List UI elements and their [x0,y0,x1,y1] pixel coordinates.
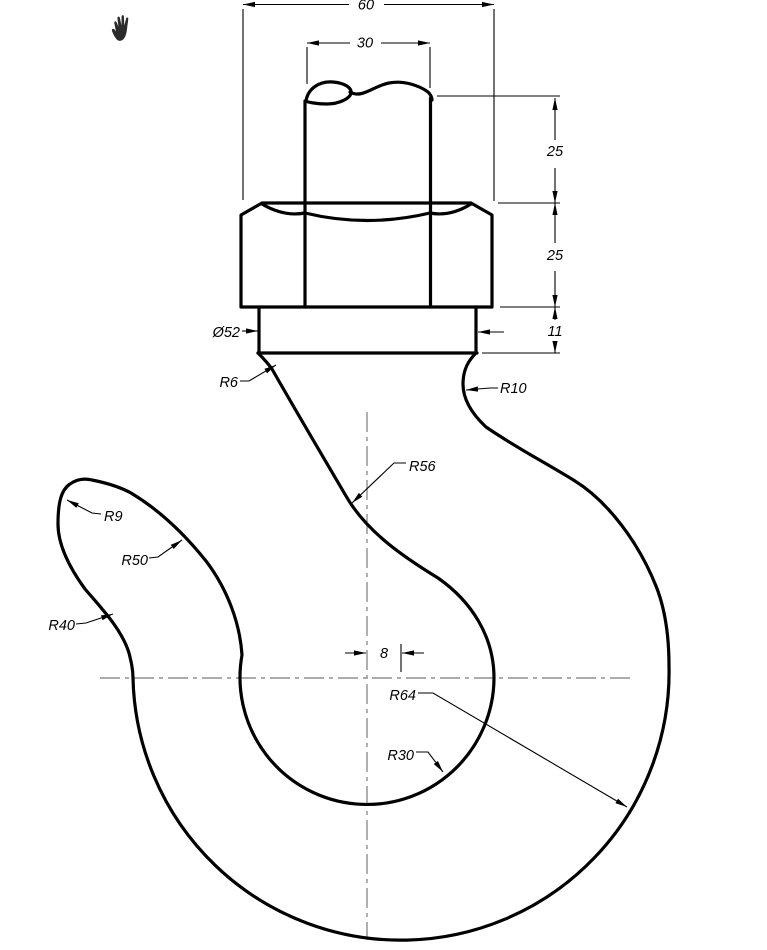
r10-label: R10 [500,381,527,397]
hook-outline [56,351,671,942]
r30-label: R30 [387,748,414,764]
shank-break-loop [304,80,353,106]
dim-60-label: 60 [358,0,374,14]
dia-52-label: Ø52 [212,325,240,341]
nut-chamfer-arc-right [428,202,473,216]
dim-11-label: 11 [547,324,562,340]
centerlines [100,412,635,940]
r6-label: R6 [219,375,238,391]
dim-8-label: 8 [380,646,388,662]
leader-r9 [66,499,102,515]
r64-label: R64 [389,688,416,704]
dimension-labels: 60 30 25 25 11 Ø52 8 R6 R10 R56 R9 R50 R… [48,0,564,764]
shank-break-curve [348,80,434,102]
nut-chamfer-arc-left [260,202,307,216]
part-geometry [56,80,671,942]
leader-r50 [148,539,183,559]
nut-chamfer-arc-center [303,211,432,223]
nut-outline [239,201,494,309]
r40-label: R40 [48,618,75,634]
leader-r40 [75,613,114,625]
pan-hand-icon [111,15,129,41]
dimension-lines [66,5,628,808]
dim-25-nut-label: 25 [546,248,564,264]
leader-r10 [465,386,498,392]
leader-r6 [240,364,277,382]
leader-r56 [351,462,406,504]
r9-label: R9 [104,509,123,525]
r50-label: R50 [121,553,148,569]
r56-label: R56 [409,459,437,475]
pan-hand-icon-shape [111,15,129,41]
leader-r64 [418,692,628,808]
dim-25-upper-label: 25 [546,144,564,160]
dim-30-label: 30 [357,36,373,52]
leader-r30 [416,751,444,773]
